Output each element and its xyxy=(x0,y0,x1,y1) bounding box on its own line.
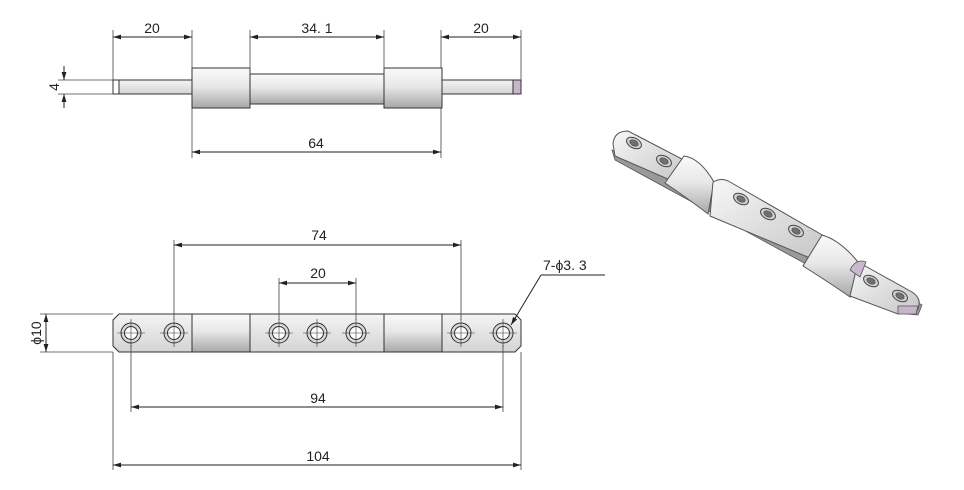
iso-hole xyxy=(760,207,776,221)
iso-hole xyxy=(626,136,642,150)
side-knuckle-right xyxy=(383,67,443,109)
dim-side-top-left: 20 xyxy=(144,20,160,36)
iso-knuckle-left xyxy=(664,155,715,215)
dim-side-thickness: 4 xyxy=(46,83,62,91)
dim-front-outer-holes: 74 xyxy=(311,227,327,243)
side-knuckle-mid xyxy=(249,73,385,105)
iso-holes-group xyxy=(626,136,908,303)
dim-front-diameter: ϕ10 xyxy=(28,321,44,345)
front-hole xyxy=(160,319,188,347)
dim-front-hole-callout: 7-ϕ3. 3 xyxy=(543,257,587,273)
dim-side-knuckle-span: 64 xyxy=(308,135,324,151)
hinge-isometric-view xyxy=(611,130,923,316)
iso-knuckle-right xyxy=(802,234,859,298)
front-holes-group xyxy=(117,319,517,347)
iso-hole xyxy=(788,224,804,238)
dim-front-total-length: 104 xyxy=(306,448,330,464)
dim-side-top-right: 20 xyxy=(473,20,489,36)
dim-side-top-mid: 34. 1 xyxy=(301,20,332,36)
hinge-side-view: 20 34. 1 20 64 4 xyxy=(46,20,522,158)
front-hole xyxy=(117,319,145,347)
iso-hole xyxy=(656,154,672,168)
side-knuckle-left xyxy=(191,67,251,109)
iso-hole xyxy=(892,289,908,303)
side-left-tip xyxy=(112,79,120,95)
dim-front-hole-pitch: 20 xyxy=(310,265,326,281)
front-hole xyxy=(265,319,293,347)
front-hole xyxy=(342,319,370,347)
iso-knuckle-face xyxy=(849,260,867,278)
side-right-leaf xyxy=(440,79,522,95)
front-hole xyxy=(303,319,331,347)
front-knuckle-right xyxy=(383,313,443,353)
front-hole xyxy=(489,319,517,347)
iso-hole xyxy=(733,192,749,206)
side-left-leaf xyxy=(112,79,194,95)
side-right-tip xyxy=(512,79,522,95)
dim-front-end-holes: 94 xyxy=(310,390,326,406)
iso-hole xyxy=(863,274,879,288)
front-knuckle-left xyxy=(191,313,251,353)
iso-tip-accent xyxy=(897,305,919,315)
hinge-front-view: 74 20 94 104 7-ϕ3. 3 ϕ10 xyxy=(28,227,605,470)
front-hole xyxy=(447,319,475,347)
